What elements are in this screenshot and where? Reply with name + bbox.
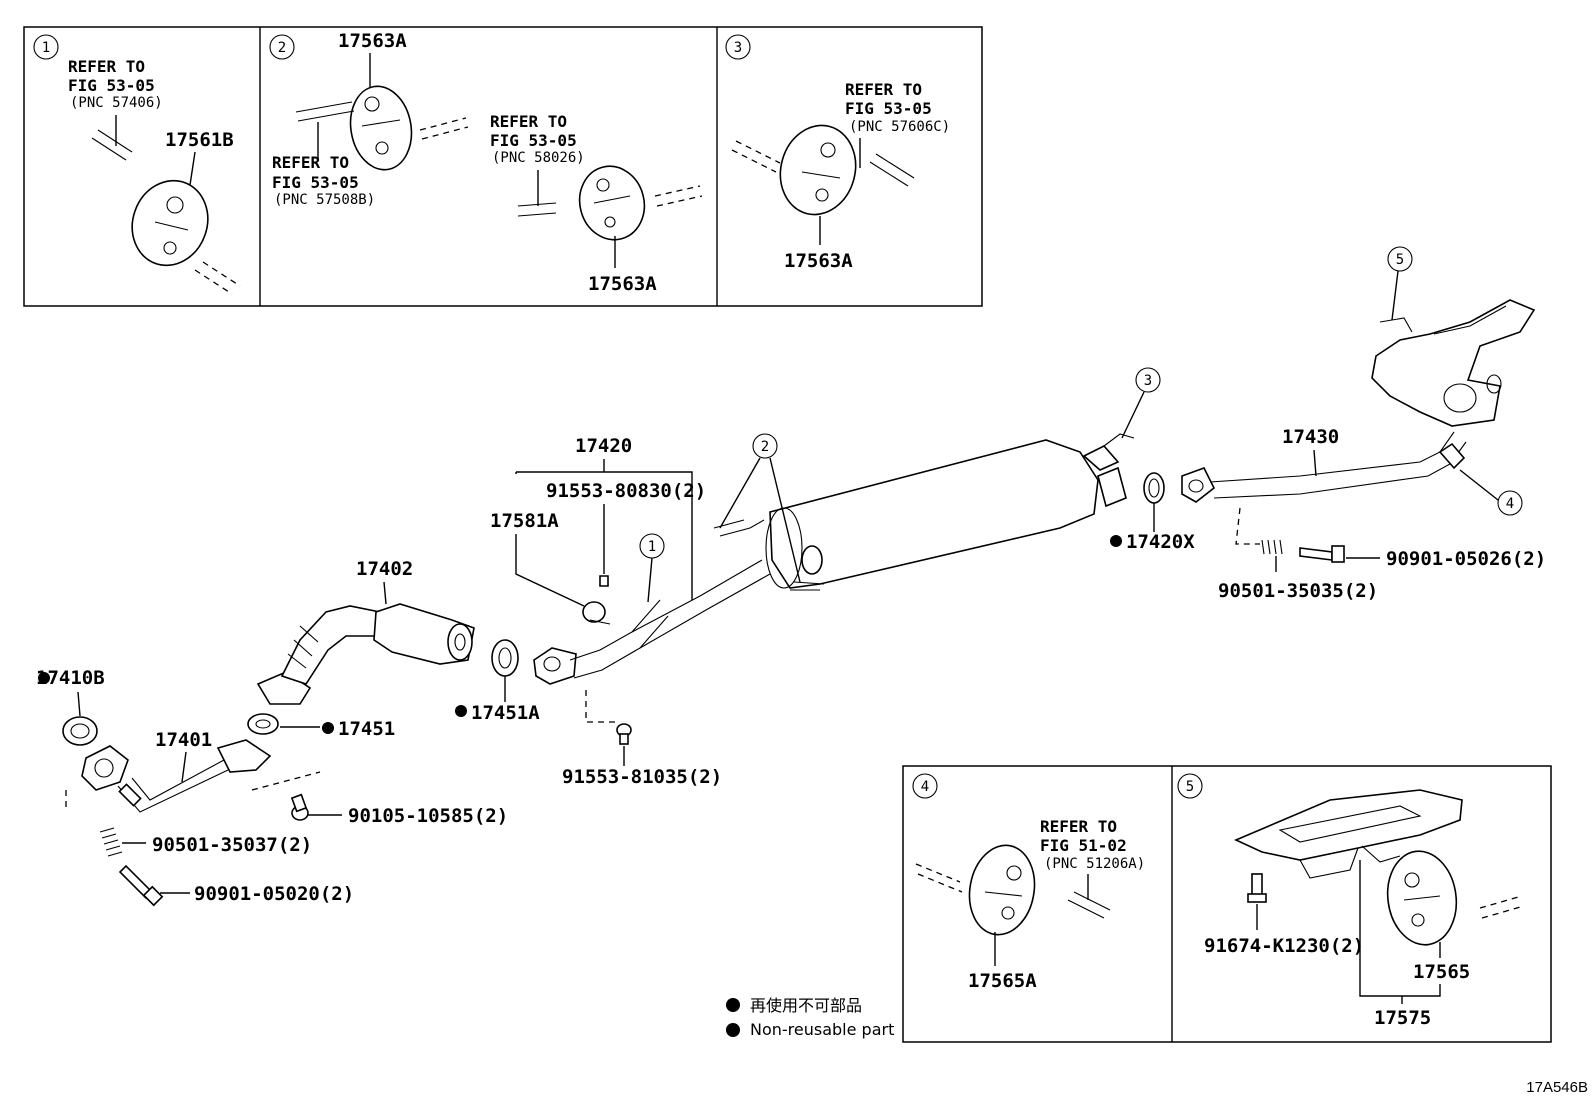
inset-2-fig-b: FIG 53-05 — [490, 131, 577, 150]
non-reusable-dot-icon-2 — [726, 1023, 740, 1037]
inset-1-refer: REFER TO — [68, 57, 145, 76]
part-label-17410b: 17410B — [36, 667, 105, 689]
part-label-90901-05020: 90901-05020(2) — [194, 883, 354, 905]
inset-3-fig: FIG 53-05 — [845, 99, 932, 118]
gasket-17410b-icon — [62, 716, 98, 746]
catalytic-converter-17402-icon — [256, 603, 475, 705]
inset-3-number: 3 — [734, 40, 742, 56]
part-label-17561b: 17561B — [165, 129, 234, 151]
part-label-91674: 91674-K1230(2) — [1204, 935, 1364, 957]
svg-text:2: 2 — [761, 439, 769, 455]
part-label-17401: 17401 — [155, 729, 212, 751]
callout-4: 4 — [1459, 469, 1523, 516]
part-label-17420: 17420 — [575, 435, 632, 457]
clamp-17581a-icon — [582, 601, 611, 625]
part-label-90105: 90105-10585(2) — [348, 805, 508, 827]
inset-5: 5 91674-K1230(2) 17565 17575 — [1177, 773, 1525, 1029]
inset-2-pnc-b: (PNC 58026) — [492, 150, 585, 166]
inset-1-fig: FIG 53-05 — [68, 76, 155, 95]
callout-1: 1 — [639, 533, 665, 603]
inset-2-refer-a: REFER TO — [272, 153, 349, 172]
inset-2-fig-a: FIG 53-05 — [272, 173, 359, 192]
gasket-17451a-icon — [491, 639, 519, 677]
part-label-17563a-inset3: 17563A — [784, 250, 853, 272]
inset-3: 3 REFER TO FIG 53-05 (PNC 57606C) 17563A — [725, 34, 950, 272]
bolt-90901-05026-icon — [1299, 545, 1345, 563]
part-label-17581a: 17581A — [490, 510, 559, 532]
bolt-91553-81035-icon — [616, 723, 632, 745]
bolt-91674-icon — [1247, 873, 1267, 903]
part-label-90501-35037: 90501-35037(2) — [152, 834, 312, 856]
gasket-17420x-icon — [1143, 472, 1165, 504]
hanger-17565-icon — [1386, 850, 1458, 946]
spring-90501-35035-icon — [1261, 539, 1283, 555]
gasket-17451-icon — [247, 713, 279, 735]
part-label-91553-81035: 91553-81035(2) — [562, 766, 722, 788]
part-label-17575: 17575 — [1374, 1007, 1431, 1029]
part-label-90501-35035: 90501-35035(2) — [1218, 580, 1378, 602]
part-label-17565: 17565 — [1413, 961, 1470, 983]
hanger-17565a-icon — [968, 844, 1036, 936]
inset-3-refer: REFER TO — [845, 80, 922, 99]
inset-4-fig: FIG 51-02 — [1040, 836, 1127, 855]
inset-2: 2 17563A REFER TO FIG 53-05 (PNC 57508B)… — [269, 30, 703, 295]
non-reusable-dot-icon — [726, 998, 740, 1012]
legend-japanese: 再使用不可部品 — [750, 996, 862, 1015]
bolt-90901-20-icon — [118, 864, 164, 907]
part-label-17563a-bottom: 17563A — [588, 273, 657, 295]
inset-2-refer-b: REFER TO — [490, 112, 567, 131]
part-label-17420x: 17420X — [1126, 531, 1195, 553]
inset-3-pnc: (PNC 57606C) — [849, 119, 950, 135]
front-pipe-17401-icon — [81, 739, 272, 813]
hanger-17561b-icon — [131, 179, 209, 267]
hanger-17563a-icon — [349, 85, 413, 171]
spring-90501-37-icon — [99, 827, 123, 857]
heat-insulator-bracket-icon — [1234, 789, 1463, 879]
inset-4-refer: REFER TO — [1040, 817, 1117, 836]
tail-pipe-17430-icon — [1181, 299, 1536, 503]
inset-1-pnc: (PNC 57406) — [70, 95, 163, 111]
inset-panels-top — [23, 26, 983, 307]
part-label-17430: 17430 — [1282, 426, 1339, 448]
inset-2-number: 2 — [278, 40, 286, 56]
center-pipe-and-muffler-icon — [533, 433, 1135, 685]
svg-text:4: 4 — [1506, 496, 1514, 512]
hanger-17563a-icon-3 — [779, 124, 857, 216]
bolt-91553-80830-icon — [599, 575, 609, 587]
part-label-17565a: 17565A — [968, 970, 1037, 992]
callout-5: 5 — [1379, 246, 1413, 333]
part-label-90901-05026: 90901-05026(2) — [1386, 548, 1546, 570]
part-label-17563a-top: 17563A — [338, 30, 407, 52]
svg-text:5: 5 — [1396, 252, 1404, 268]
part-label-17451: 17451 — [338, 718, 395, 740]
inset-4-pnc: (PNC 51206A) — [1044, 856, 1145, 872]
inset-4-number: 4 — [921, 779, 929, 795]
part-label-17402: 17402 — [356, 558, 413, 580]
inset-1-number: 1 — [42, 40, 50, 56]
legend-english: Non-reusable part — [750, 1020, 894, 1039]
svg-text:1: 1 — [648, 539, 656, 555]
inset-5-number: 5 — [1186, 779, 1194, 795]
inset-2-pnc-a: (PNC 57508B) — [274, 192, 375, 208]
callout-3: 3 — [1121, 367, 1161, 439]
inset-1: 1 REFER TO FIG 53-05 (PNC 57406) 17561B — [33, 34, 241, 295]
part-label-91553-80830: 91553-80830(2) — [546, 480, 706, 502]
hanger-17563a-icon-2 — [578, 165, 646, 241]
svg-text:3: 3 — [1144, 373, 1152, 389]
inset-4: 4 REFER TO FIG 51-02 (PNC 51206A) 17565A — [912, 773, 1145, 992]
bolt-90105-icon — [290, 793, 309, 821]
part-label-17451a: 17451A — [471, 702, 540, 724]
figure-code: 17A546B — [1526, 1079, 1588, 1096]
legend: 再使用不可部品 Non-reusable part — [726, 996, 894, 1039]
callout-2: 2 — [719, 433, 801, 583]
inset-panels-bottom — [902, 765, 1552, 1043]
